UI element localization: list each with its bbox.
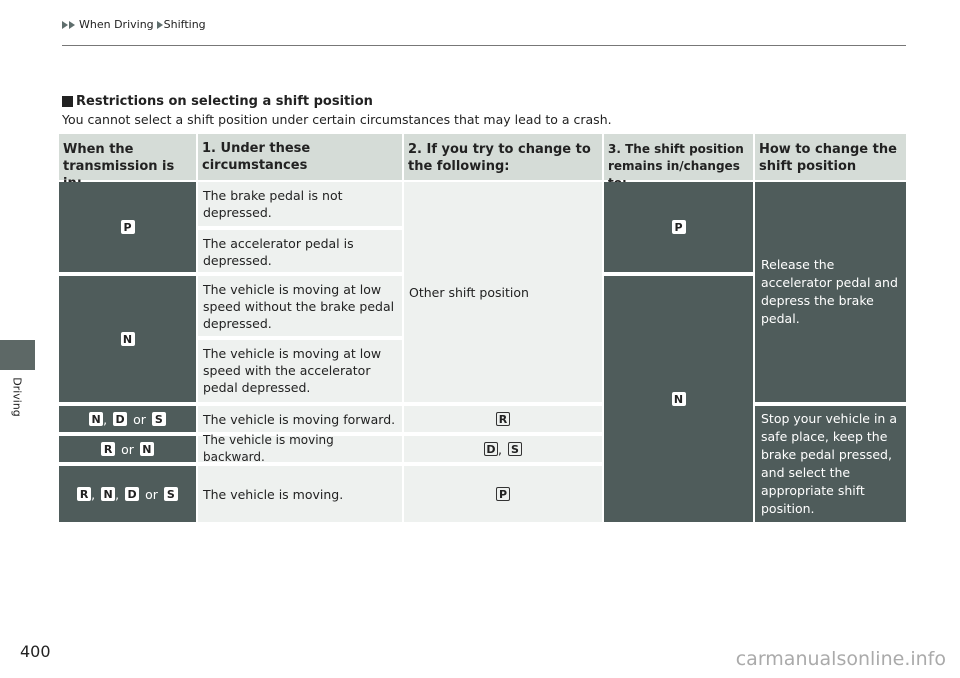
circumstance-low-speed-no-brake: The vehicle is moving at low speed witho… xyxy=(198,276,402,336)
s-key-icon: S xyxy=(507,442,522,456)
n-key-icon: N xyxy=(120,332,135,346)
chapter-label: Driving xyxy=(10,377,24,417)
r-key-icon: R xyxy=(77,487,92,501)
header-divider xyxy=(62,45,906,46)
arrow-icon xyxy=(69,20,75,29)
p-key-icon: P xyxy=(496,487,510,501)
how-release-accelerator: Release the accelerator pedal and depres… xyxy=(755,182,906,402)
arrow-icon xyxy=(156,20,163,29)
d-key-icon: D xyxy=(484,442,498,456)
n-key-icon: N xyxy=(89,412,104,426)
remains-n-cell: N xyxy=(604,276,753,522)
page-number: 400 xyxy=(20,642,51,661)
header-remains: 3. The shift position remains in/changes… xyxy=(604,134,753,190)
header-circumstances: 1. Under these circumstances xyxy=(198,134,402,180)
p-key-icon: P xyxy=(120,220,135,234)
circumstance-moving: The vehicle is moving. xyxy=(198,466,402,522)
chapter-tab[interactable] xyxy=(0,340,35,370)
breadcrumb-item-shifting[interactable]: Shifting xyxy=(163,18,206,31)
breadcrumb-item-when-driving[interactable]: When Driving xyxy=(79,18,154,31)
circumstance-moving-forward: The vehicle is moving forward. xyxy=(198,406,402,432)
section-subtitle: You cannot select a shift position under… xyxy=(62,112,612,127)
n-key-icon: N xyxy=(139,442,154,456)
p-key-icon: P xyxy=(671,220,686,234)
header-try-change: 2. If you try to change to the following… xyxy=(404,134,602,180)
s-key-icon: S xyxy=(163,487,178,501)
try-d-s-cell: D, S xyxy=(404,436,602,462)
bullet-square-icon xyxy=(62,96,73,107)
r-key-icon: R xyxy=(101,442,116,456)
circumstance-moving-backward: The vehicle is moving backward. xyxy=(198,433,402,464)
header-how-to-change: How to change the shift position xyxy=(755,134,906,180)
circumstance-accelerator-depressed: The accelerator pedal is depressed. xyxy=(198,230,402,272)
remains-p-cell: P xyxy=(604,182,753,272)
try-other-shift-position: Other shift position xyxy=(404,182,602,402)
header-transmission: When the transmission is in: xyxy=(59,134,196,191)
n-key-icon: N xyxy=(101,487,116,501)
transmission-p-cell: P xyxy=(59,182,196,272)
s-key-icon: S xyxy=(151,412,166,426)
n-key-icon: N xyxy=(671,392,686,406)
breadcrumb: When Driving Shifting xyxy=(62,18,206,31)
circumstance-brake-not-depressed: The brake pedal is not depressed. xyxy=(198,182,402,226)
try-p-cell: P xyxy=(404,466,602,522)
circumstance-low-speed-accelerator: The vehicle is moving at low speed with … xyxy=(198,340,402,402)
watermark: carmanualsonline.info xyxy=(735,648,946,670)
how-stop-vehicle: Stop your vehicle in a safe place, keep … xyxy=(755,406,906,522)
r-key-icon: R xyxy=(496,412,510,426)
d-key-icon: D xyxy=(125,487,140,501)
d-key-icon: D xyxy=(113,412,128,426)
transmission-n-cell: N xyxy=(59,276,196,402)
section-title: Restrictions on selecting a shift positi… xyxy=(62,94,373,109)
arrow-icon xyxy=(62,20,68,29)
try-r-cell: R xyxy=(404,406,602,432)
